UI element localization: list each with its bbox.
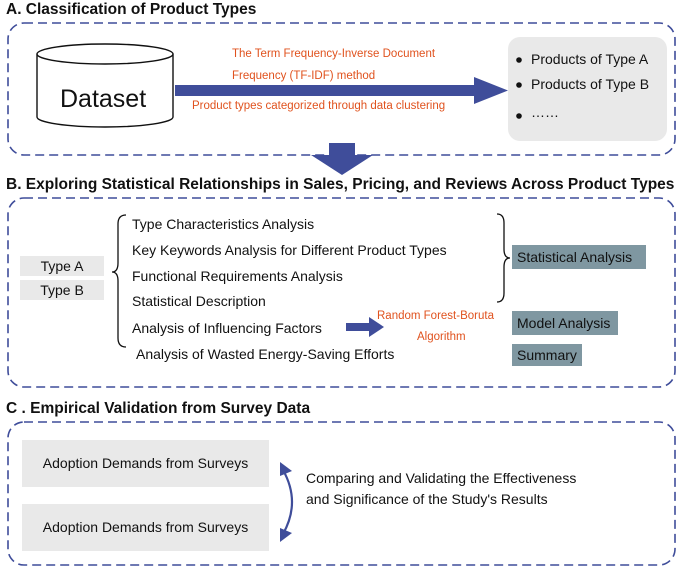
algorithm-line-1: Random Forest-Boruta	[377, 310, 494, 322]
analysis-item: Statistical Description	[132, 293, 266, 309]
bullet-icon	[516, 57, 522, 63]
analysis-item: Type Characteristics Analysis	[132, 216, 315, 232]
summary-box: Summary	[512, 344, 582, 366]
bullet-icon	[516, 113, 522, 119]
left-brace-icon	[111, 214, 127, 348]
model-analysis-box: Model Analysis	[512, 311, 618, 335]
dataset-label: Dataset	[60, 85, 147, 113]
survey-box-1: Adoption Demands from Surveys	[22, 440, 269, 487]
type-box: Type B	[20, 280, 104, 300]
right-brace-icon	[496, 213, 511, 303]
survey-box-2: Adoption Demands from Surveys	[22, 504, 269, 551]
type-box: Type A	[20, 256, 104, 276]
product-item: ……	[531, 104, 559, 120]
compare-line-1: Comparing and Validating the Effectivene…	[306, 470, 577, 486]
double-arrow-icon	[280, 462, 293, 542]
product-item: Products of Type A	[531, 51, 649, 67]
products-box	[508, 37, 667, 141]
analysis-item: Key Keywords Analysis for Different Prod…	[132, 242, 447, 258]
section-a-title: A. Classification of Product Types	[6, 1, 257, 18]
section-c-title: C . Empirical Validation from Survey Dat…	[6, 400, 311, 417]
cluster-note: Product types categorized through data c…	[192, 100, 446, 112]
dataset-cylinder-icon	[36, 43, 174, 128]
arrow-dataset-to-products	[175, 77, 508, 104]
bullet-icon	[516, 82, 522, 88]
analysis-item: Functional Requirements Analysis	[132, 268, 343, 284]
section-c-frame	[7, 421, 676, 566]
method-line-2: Frequency (TF-IDF) method	[232, 70, 376, 82]
arrow-to-algorithm	[346, 317, 384, 337]
compare-line-2: and Significance of the Study's Results	[306, 491, 548, 507]
method-line-1: The Term Frequency-Inverse Document	[232, 48, 436, 60]
algorithm-line-2: Algorithm	[417, 331, 466, 343]
statistical-analysis-box: Statistical Analysis	[512, 245, 646, 269]
analysis-item: Analysis of Influencing Factors	[132, 320, 322, 336]
section-b-title: B. Exploring Statistical Relationships i…	[6, 176, 675, 193]
product-item: Products of Type B	[531, 76, 650, 92]
arrow-down-a-to-b	[311, 143, 373, 175]
analysis-item: Analysis of Wasted Energy-Saving Efforts	[136, 346, 395, 362]
